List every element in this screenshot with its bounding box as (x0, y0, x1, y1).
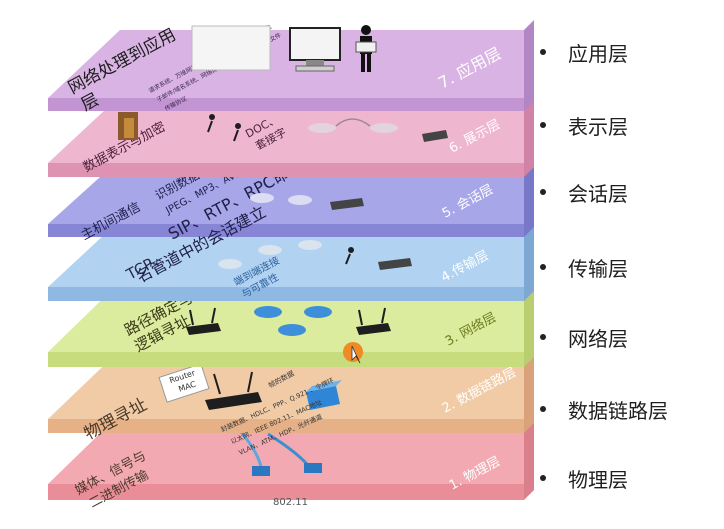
layer-application-top-face (48, 30, 524, 98)
running-person-icon (345, 247, 354, 265)
layer-physical-front-face (48, 484, 524, 500)
router-icon (218, 240, 322, 269)
layer-session-front-face (48, 224, 524, 237)
legend-session: 会话层 (540, 177, 720, 207)
physical-note-3: 802.11 (273, 497, 308, 508)
layer-application-front-face (48, 98, 524, 111)
wifi-router-icon (356, 307, 391, 335)
router-icon (378, 258, 412, 270)
bullet-icon (540, 334, 546, 340)
legend-label: 应用层 (568, 41, 628, 66)
router-icon (308, 118, 448, 142)
layer-network-front-face (48, 352, 524, 367)
cursor-icon (343, 342, 363, 364)
computer-icon (289, 27, 341, 72)
person-icon (355, 25, 377, 72)
door-icon (118, 112, 138, 140)
legend-presentation: 表示层 (540, 110, 720, 140)
bullet-icon (540, 406, 546, 412)
legend-label: 数据链路层 (568, 398, 668, 423)
layer-presentation-front-face (48, 163, 524, 177)
router-tag (158, 363, 210, 403)
legend-label: 表示层 (568, 114, 628, 139)
router-icon (250, 193, 364, 210)
bullet-icon (540, 49, 546, 55)
layer-datalink-front-face (48, 419, 524, 433)
bullet-icon (540, 475, 546, 481)
layer-presentation-top-face (48, 96, 524, 163)
browser-window-image (191, 25, 271, 71)
legend-physical: 物理层 (540, 463, 720, 493)
legend-application: 应用层 (540, 37, 720, 67)
layer-presentation: 6. 展示层 数据表示与加密 DOC、 套接字 (48, 86, 534, 177)
legend-label: 物理层 (568, 467, 628, 492)
bullet-icon (540, 264, 546, 270)
legend-label: 传输层 (568, 256, 628, 281)
legend-label: 会话层 (568, 181, 628, 206)
legend-transport: 传输层 (540, 252, 720, 282)
layer-application-side-face (524, 20, 534, 111)
bullet-icon (540, 122, 546, 128)
layer-presentation-side-face (524, 86, 534, 177)
wifi-router-icon (186, 307, 221, 335)
bullet-icon (540, 189, 546, 195)
layer-transport-front-face (48, 287, 524, 301)
router-icon (254, 306, 332, 336)
wifi-router-icon (205, 371, 262, 410)
running-person-icon (207, 114, 241, 142)
switch-icon (306, 380, 342, 410)
legend-network: 网络层 (540, 322, 720, 352)
layer-application: 7. 应用层 网络处理到应用 层 请求系统、万维网服务文件传输系统、远程登录、电… (48, 20, 534, 115)
legend-datalink: 数据链路层 (540, 394, 720, 424)
legend-label: 网络层 (568, 326, 628, 351)
